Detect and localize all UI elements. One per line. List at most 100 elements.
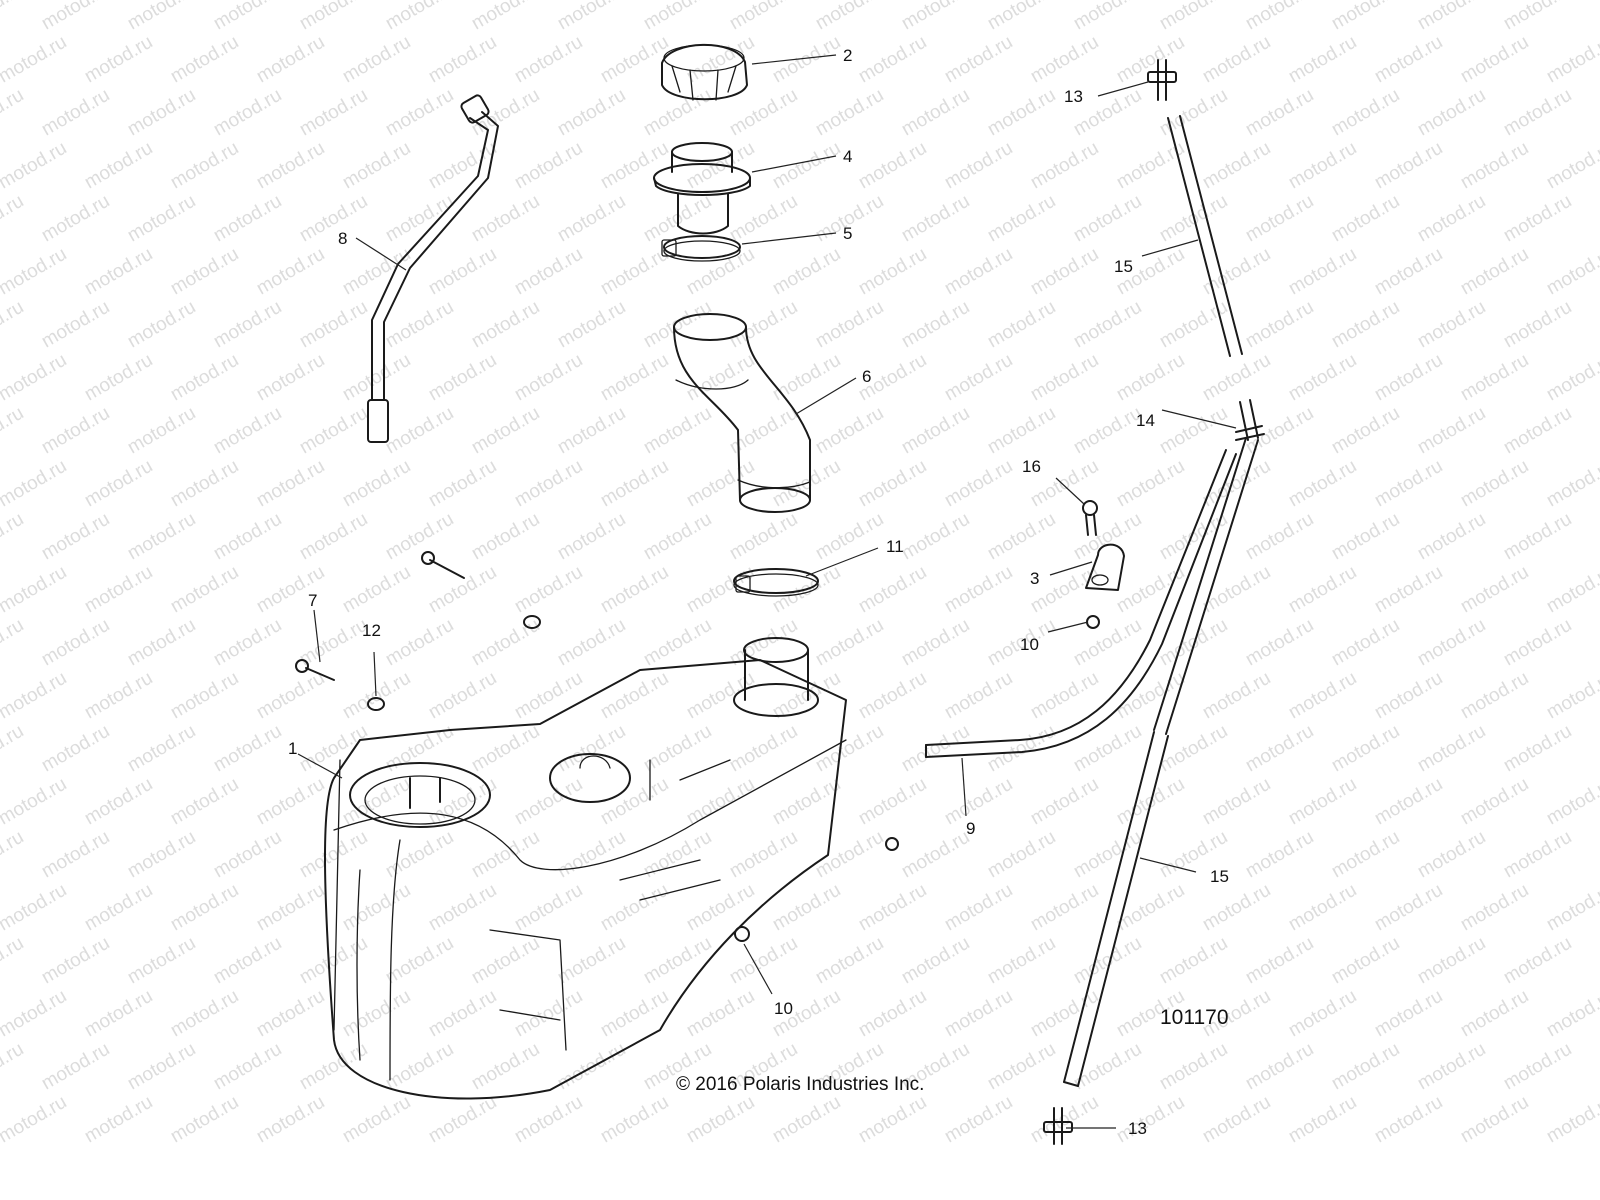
watermark-text: motod.ru [1371,32,1446,88]
watermark-text: motod.ru [468,615,543,671]
filler-hose [673,313,811,513]
watermark-text: motod.ru [812,0,887,34]
watermark-text: motod.ru [1543,456,1600,512]
watermark-text: motod.ru [597,986,672,1042]
watermark-text: motod.ru [1414,403,1489,459]
watermark-text: motod.ru [124,297,199,353]
watermark-text: motod.ru [984,85,1059,141]
watermark-text: motod.ru [1500,85,1575,141]
push-rivet [1082,500,1098,536]
watermark-text: motod.ru [1328,615,1403,671]
watermark-text: motod.ru [0,721,27,777]
watermark-text: motod.ru [1328,85,1403,141]
watermark-text: motod.ru [81,456,156,512]
watermark-text: motod.ru [124,85,199,141]
watermark-text: motod.ru [855,774,930,830]
watermark-text: motod.ru [339,880,414,936]
watermark-text: motod.ru [1414,509,1489,565]
watermark-text: motod.ru [253,456,328,512]
watermark-text: motod.ru [339,562,414,618]
watermark-text: motod.ru [0,880,70,936]
watermark-text: motod.ru [1070,191,1145,247]
callout-15-bottom: 15 [1210,867,1229,886]
vent-line [367,94,499,443]
watermark-text: motod.ru [1070,509,1145,565]
watermark-text: motod.ru [38,191,113,247]
watermark-text: motod.ru [0,933,27,989]
watermark-text: motod.ru [1285,986,1360,1042]
watermark-text: motod.ru [554,509,629,565]
watermark-text: motod.ru [339,668,414,724]
watermark-text: motod.ru [124,0,199,34]
watermark-text: motod.ru [0,668,70,724]
watermark-text: motod.ru [425,668,500,724]
watermark-text: motod.ru [81,562,156,618]
watermark-text: motod.ru [1328,0,1403,34]
watermark-text: motod.ru [1414,0,1489,34]
watermark-text: motod.ru [1070,827,1145,883]
watermark-text: motod.ru [640,827,715,883]
watermark-text: motod.ru [1113,1092,1188,1148]
watermark-text: motod.ru [38,615,113,671]
watermark-text: motod.ru [1457,138,1532,194]
watermark-text: motod.ru [1414,297,1489,353]
watermark-text: motod.ru [81,880,156,936]
watermark-text: motod.ru [0,0,27,34]
watermark-text: motod.ru [812,827,887,883]
watermark-text: motod.ru [511,244,586,300]
watermark-text: motod.ru [1371,774,1446,830]
watermark-text: motod.ru [0,191,27,247]
watermark-text: motod.ru [468,1039,543,1095]
watermark-text: motod.ru [253,138,328,194]
watermark-text: motod.ru [941,138,1016,194]
watermark-text: motod.ru [1328,509,1403,565]
watermark-text: motod.ru [425,138,500,194]
watermark-text: motod.ru [1500,0,1575,34]
watermark-text: motod.ru [210,827,285,883]
watermark-text: motod.ru [1371,456,1446,512]
watermark-text: motod.ru [468,297,543,353]
callout-9: 9 [966,819,975,838]
watermark-text: motod.ru [1156,0,1231,34]
copyright-notice: © 2016 Polaris Industries Inc. [676,1074,924,1095]
watermark-text: motod.ru [1285,1092,1360,1148]
watermark-text: motod.ru [1199,880,1274,936]
watermark-text: motod.ru [210,933,285,989]
watermark-text: motod.ru [898,933,973,989]
watermark-text: motod.ru [1543,774,1600,830]
watermark-text: motod.ru [812,933,887,989]
watermark-text: motod.ru [554,191,629,247]
watermark-text: motod.ru [640,615,715,671]
watermark-text: motod.ru [0,1092,70,1148]
bolt-lower [295,659,335,681]
watermark-text: motod.ru [898,827,973,883]
watermark-text: motod.ru [167,350,242,406]
callout-12: 12 [362,621,381,640]
nut-lower [734,926,750,942]
watermark-text: motod.ru [597,774,672,830]
watermark-text: motod.ru [1242,509,1317,565]
watermark-text: motod.ru [1371,668,1446,724]
watermark-text: motod.ru [984,403,1059,459]
watermark-text: motod.ru [1070,297,1145,353]
watermark-text: motod.ru [0,350,70,406]
watermark-text: motod.ru [1371,1092,1446,1148]
watermark-text: motod.ru [1500,615,1575,671]
watermark-text: motod.ru [941,244,1016,300]
watermark-text: motod.ru [1242,191,1317,247]
watermark-text: motod.ru [1285,244,1360,300]
watermark-text: motod.ru [296,933,371,989]
callout-7: 7 [308,591,317,610]
watermark-text: motod.ru [0,1039,27,1095]
watermark-text: motod.ru [382,0,457,34]
callout-13-top: 13 [1064,87,1083,106]
watermark-text: motod.ru [1242,933,1317,989]
watermark-text: motod.ru [124,191,199,247]
watermark-text: motod.ru [1285,774,1360,830]
watermark-text: motod.ru [1500,721,1575,777]
watermark-text: motod.ru [812,615,887,671]
watermark-text: motod.ru [1543,138,1600,194]
watermark-text: motod.ru [210,85,285,141]
washer-lower [367,697,385,711]
